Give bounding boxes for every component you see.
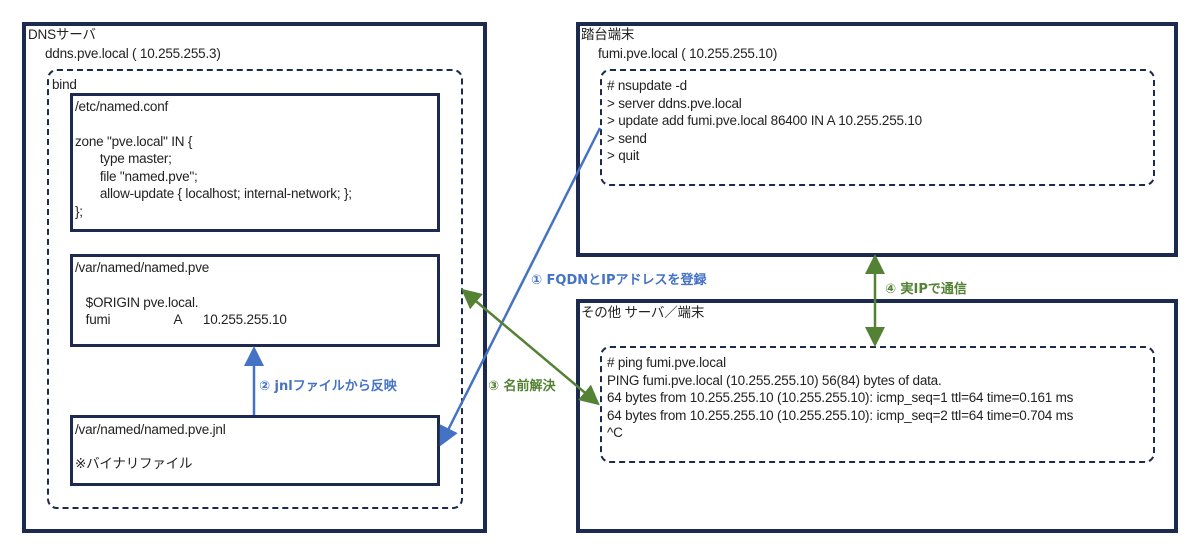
journal-file-box — [70, 415, 440, 486]
named-conf-line — [75, 115, 352, 133]
zone-file-content: $ORIGIN pve.local. fumi A 10.255.255.10 — [75, 276, 287, 329]
terminal-line: > quit — [607, 148, 640, 163]
step2-label: ② jnlファイルから反映 — [259, 379, 397, 394]
bastion-title: 踏台端末 — [581, 27, 635, 42]
bind-label: bind — [52, 77, 77, 92]
bastion-host: fumi.pve.local ( 10.255.255.10) — [598, 46, 778, 61]
named-conf-box — [70, 93, 440, 232]
step3-label: ③ 名前解決 — [488, 379, 556, 394]
terminal-line: # nsupdate -d — [607, 78, 687, 93]
zone-file-line: $ORIGIN pve.local. — [75, 294, 199, 310]
step4-label: ④ 実IPで通信 — [885, 282, 967, 297]
journal-file-path: /var/named/named.pve.jnl — [75, 422, 226, 437]
zone-file-box — [70, 254, 440, 347]
journal-file-note: ※バイナリファイル — [75, 456, 193, 471]
terminal-line: > send — [607, 130, 647, 146]
zone-file-line: fumi A 10.255.255.10 — [75, 312, 287, 327]
named-conf-line: zone "pve.local" IN { — [75, 133, 193, 149]
terminal-line: 64 bytes from 10.255.255.10 (10.255.255.… — [607, 407, 1074, 423]
terminal-line: # ping fumi.pve.local — [607, 355, 726, 370]
named-conf-line: allow-update { localhost; internal-netwo… — [75, 186, 352, 201]
terminal-line: 64 bytes from 10.255.255.10 (10.255.255.… — [607, 390, 1074, 405]
other-hosts-commands: # ping fumi.pve.local PING fumi.pve.loca… — [607, 354, 1073, 442]
named-conf-content: zone "pve.local" IN { type master; file … — [75, 115, 352, 220]
step1-label: ① FQDNとIPアドレスを登録 — [531, 273, 707, 288]
dns-server-host: ddns.pve.local ( 10.255.255.3) — [45, 46, 221, 61]
zone-file-path: /var/named/named.pve — [75, 260, 210, 275]
terminal-line: PING fumi.pve.local (10.255.255.10) 56(8… — [607, 372, 942, 388]
named-conf-path: /etc/named.conf — [75, 99, 169, 114]
named-conf-line: file "named.pve"; — [75, 168, 198, 184]
zone-file-line — [75, 276, 287, 294]
named-conf-line: }; — [75, 203, 83, 219]
other-hosts-title: その他 サーバ／端末 — [581, 305, 705, 320]
bastion-commands: # nsupdate -d > server ddns.pve.local > … — [607, 77, 922, 165]
named-conf-line: type master; — [75, 151, 172, 166]
dns-server-title: DNSサーバ — [28, 27, 96, 42]
terminal-line: ^C — [607, 425, 623, 440]
terminal-line: > update add fumi.pve.local 86400 IN A 1… — [607, 113, 922, 128]
terminal-line: > server ddns.pve.local — [607, 95, 742, 111]
